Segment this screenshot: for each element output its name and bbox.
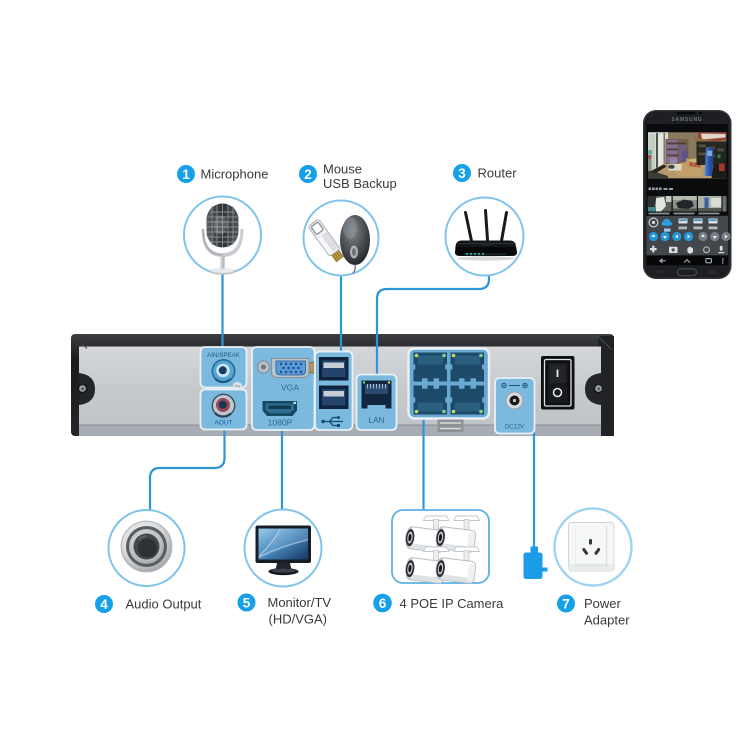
svg-text:(HD/VGA): (HD/VGA) [269,612,328,627]
svg-text:6: 6 [379,596,387,611]
svg-text:AIN/SPEAK: AIN/SPEAK [207,352,241,359]
svg-text:Monitor/TV: Monitor/TV [268,595,332,610]
svg-text:1: 1 [182,167,190,182]
svg-text:Adapter: Adapter [584,613,630,628]
svg-text:DC12V: DC12V [505,425,524,431]
svg-text:USB Backup: USB Backup [323,176,397,191]
svg-text:7: 7 [562,596,570,611]
svg-text:1080P: 1080P [268,418,293,428]
svg-text:SAMSUNG: SAMSUNG [671,117,702,123]
svg-text:AOUT: AOUT [214,420,232,427]
svg-text:Router: Router [478,166,518,181]
svg-text:Audio Output: Audio Output [126,597,202,612]
svg-text:5: 5 [243,595,251,610]
svg-text:Mouse: Mouse [323,162,362,177]
svg-text:Microphone: Microphone [201,167,269,182]
svg-text:3: 3 [458,166,466,181]
svg-text:VGA: VGA [281,383,299,393]
svg-text:Power: Power [584,596,622,611]
svg-text:4 POE IP Camera: 4 POE IP Camera [400,596,505,611]
svg-text:2: 2 [304,167,312,182]
svg-text:LAN: LAN [369,416,385,425]
svg-text:4: 4 [100,597,108,612]
